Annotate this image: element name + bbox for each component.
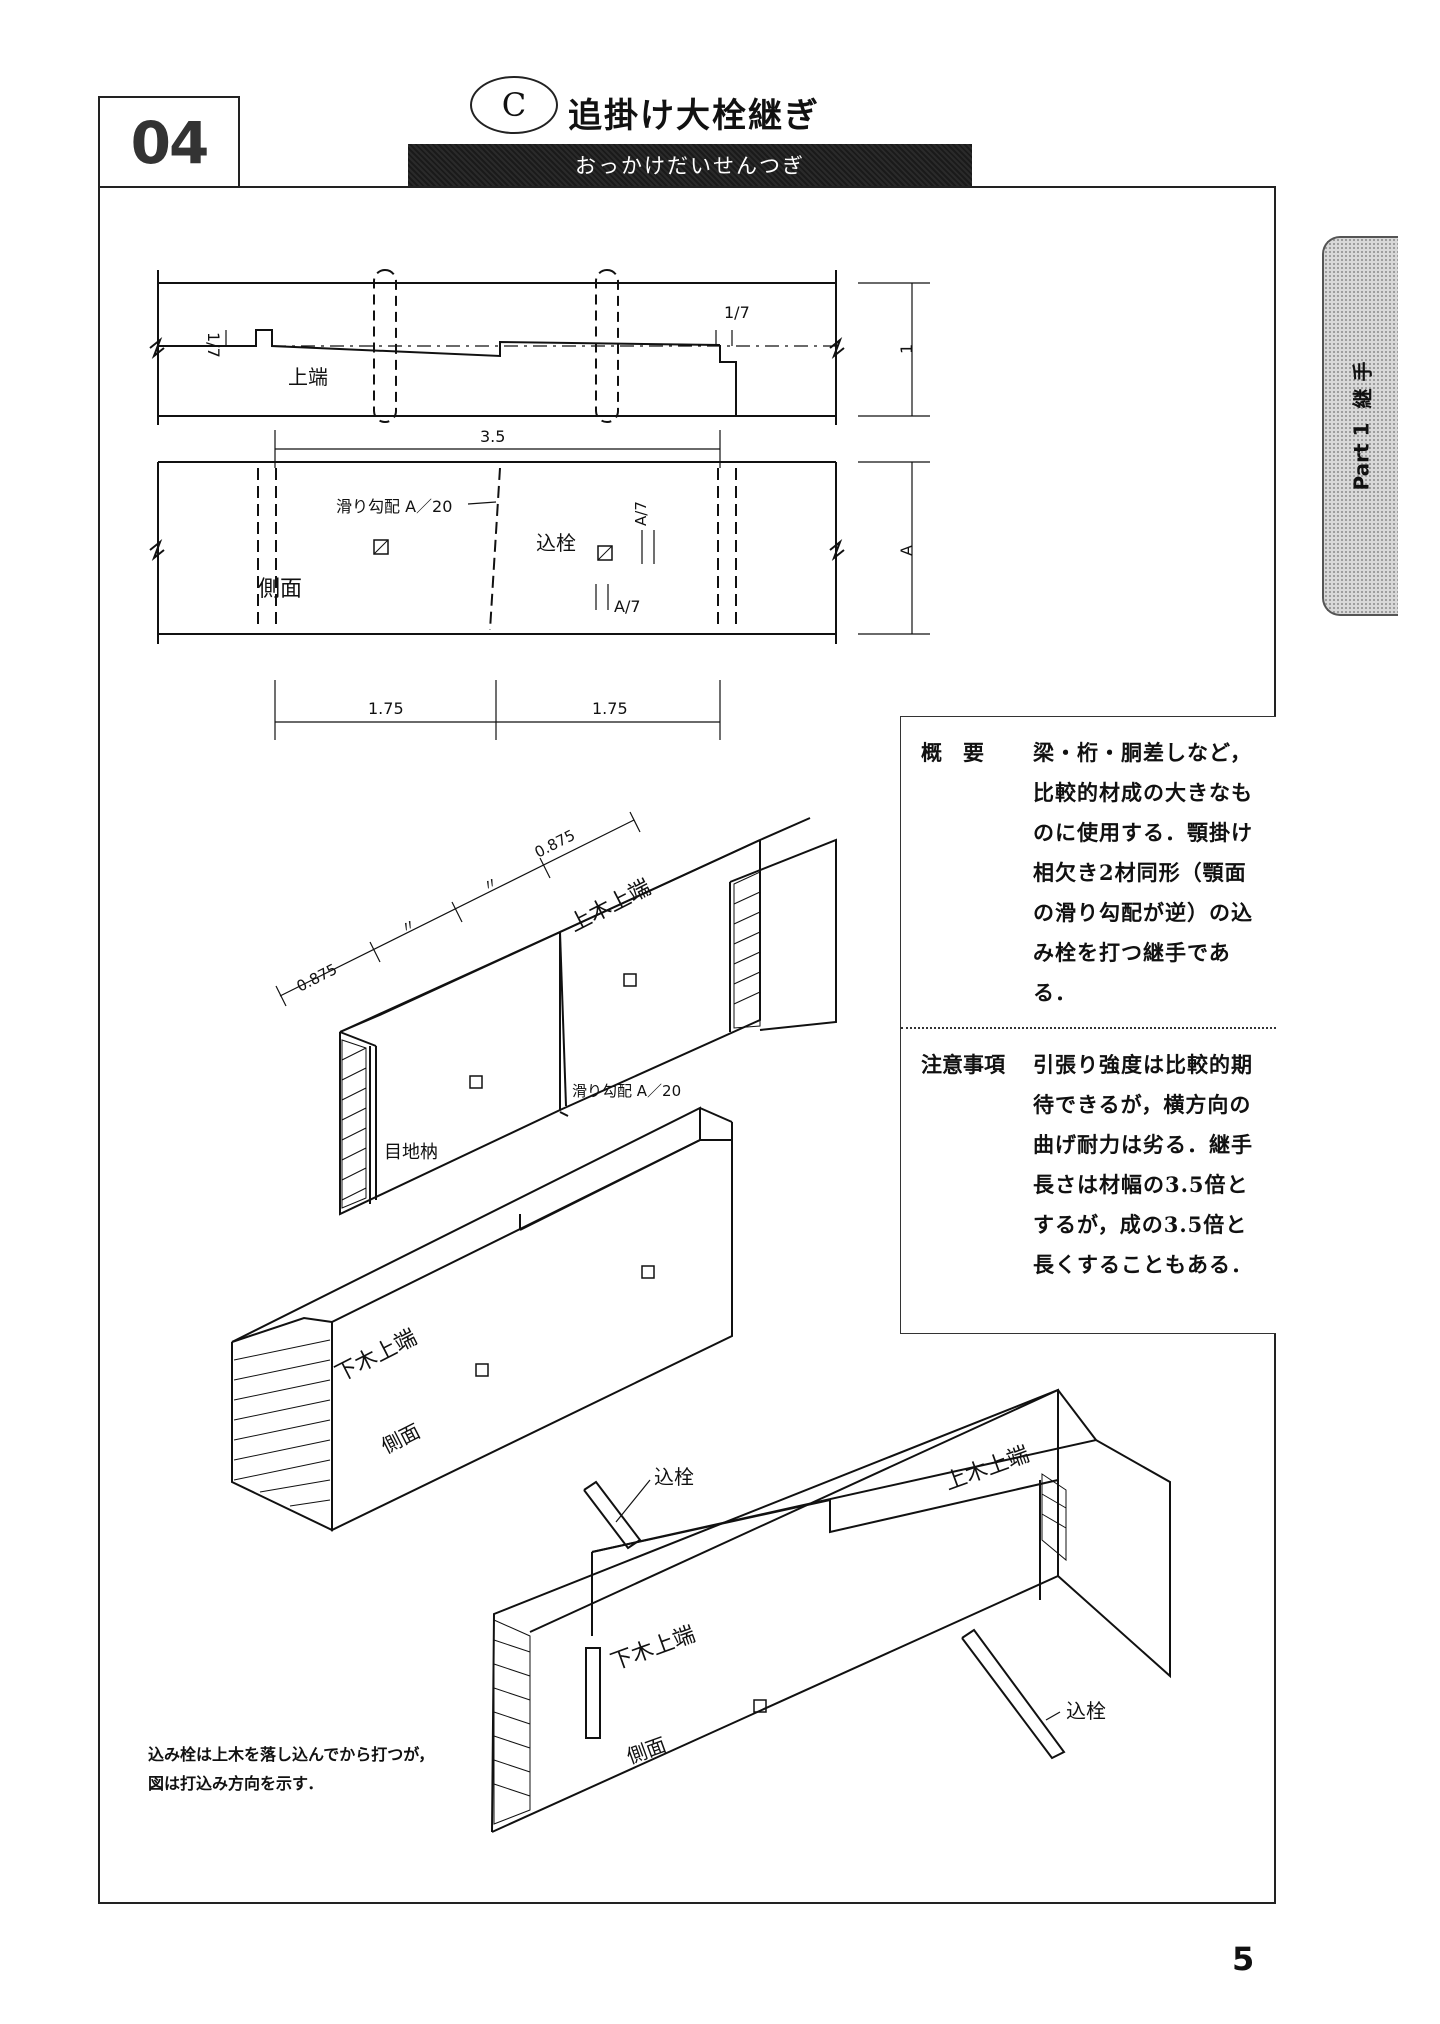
label-shitagi-uwaba-2: 下木上端 — [608, 1622, 699, 1676]
page-title: 追掛け大栓継ぎ — [568, 96, 820, 136]
dim-1-7-right: 1/7 — [724, 303, 750, 322]
part-side-tab[interactable]: Part 1 継 手 — [1322, 236, 1398, 616]
overview-label: 概 要 — [921, 741, 984, 765]
label-sokumen-iso: 側面 — [377, 1419, 424, 1459]
label-komisen: 込栓 — [536, 531, 576, 555]
section-number: 04 — [98, 96, 240, 188]
dim-half-left: 1.75 — [368, 699, 404, 718]
label-shitagi-uwaba: 下木上端 — [331, 1325, 421, 1387]
label-uwagi-uwaba: 上木上端 — [565, 875, 655, 937]
circle-letter-mark: C — [470, 76, 558, 134]
drawing-note: 込み栓は上木を落し込んでから打つが，図は打込み方向を示す． — [148, 1745, 435, 1793]
caution-label: 注意事項 — [921, 1053, 1005, 1077]
caution-text: 引張り強度は比較的期待できるが，横方向の曲げ耐力は劣る．継手長さは材幅の3.5倍… — [1033, 1052, 1253, 1277]
page-number: 5 — [1232, 1940, 1255, 1978]
dim-1-7-left: 1/7 — [204, 332, 223, 358]
iso-dim-0875-left: 0.875 — [294, 960, 340, 996]
dim-length-3-5: 3.5 — [480, 427, 505, 446]
info-divider — [901, 1027, 1276, 1029]
dim-a-7-top: A/7 — [632, 501, 650, 526]
dim-a-7-bottom: A/7 — [614, 597, 641, 616]
label-mejiboso: 目地枘 — [384, 1142, 438, 1163]
iso-dim-ditto-2: 〃 — [480, 873, 502, 896]
dim-height-1: 1 — [897, 344, 916, 354]
label-slope: 滑り勾配 A／20 — [336, 497, 452, 516]
overview-text: 梁・桁・胴差しなど，比較的材成の大きなものに使用する．顎掛け相欠き2材同形（顎面… — [1033, 740, 1253, 1005]
caution-row: 注意事項 引張り強度は比較的期待できるが，横方向の曲げ耐力は劣る．継手長さは材幅… — [901, 1029, 1276, 1285]
label-komisen-top: 込栓 — [654, 1465, 694, 1489]
iso-dim-0875-right: 0.875 — [532, 826, 578, 862]
info-box: 概 要 梁・桁・胴差しなど，比較的材成の大きなものに使用する．顎掛け相欠き2材同… — [900, 716, 1276, 1334]
label-komisen-right: 込栓 — [1066, 1699, 1106, 1723]
dim-half-right: 1.75 — [592, 699, 628, 718]
title-reading: おっかけだいせんつぎ — [575, 154, 805, 178]
label-uwagi-uwaba-2: 上木上端 — [942, 1442, 1033, 1496]
overview-row: 概 要 梁・桁・胴差しなど，比較的材成の大きなものに使用する．顎掛け相欠き2材同… — [901, 717, 1276, 1013]
iso-dim-ditto-1: 〃 — [398, 915, 420, 938]
dim-height-a: A — [897, 545, 916, 556]
label-uwaba: 上端 — [288, 365, 328, 389]
label-slope-iso: 滑り勾配 A／20 — [572, 1082, 681, 1100]
label-sokumen-2: 側面 — [624, 1732, 670, 1768]
title-reading-bar: おっかけだいせんつぎ — [408, 144, 972, 186]
label-sokumen: 側面 — [258, 577, 302, 602]
